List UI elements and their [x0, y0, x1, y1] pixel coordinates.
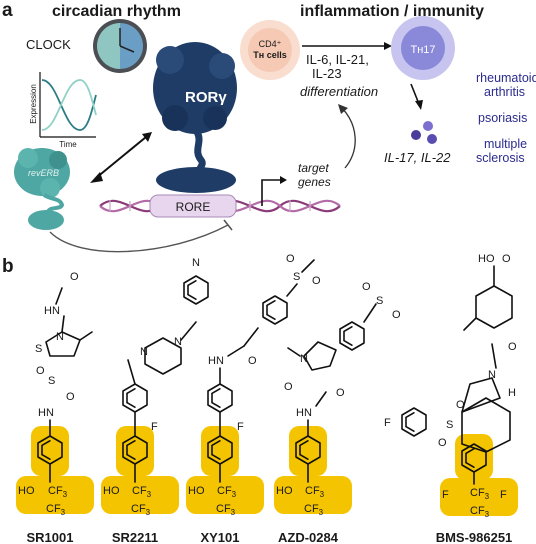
svg-text:O: O	[508, 341, 517, 353]
svg-text:O: O	[286, 253, 295, 265]
rorg-protein: RORγ	[153, 42, 237, 193]
compound-sr2211: HO CF3 CF3 F N N N SR2211	[101, 257, 209, 544]
svg-text:O: O	[284, 381, 293, 393]
svg-text:O: O	[438, 437, 447, 449]
cd4-cell: CD4⁺ Tʜ cells	[240, 20, 300, 80]
compound-name-bms986251: BMS-986251	[436, 530, 513, 544]
panel-a-label: a	[2, 0, 13, 21]
svg-text:F: F	[151, 421, 158, 433]
circadian-rhythm-title: circadian rhythm	[52, 3, 181, 20]
svg-text:F: F	[237, 421, 244, 433]
svg-text:H: H	[508, 387, 516, 399]
differentiation-label: differentiation	[300, 84, 378, 99]
svg-text:O: O	[392, 309, 401, 321]
svg-text:HO: HO	[478, 253, 495, 265]
svg-text:O: O	[336, 387, 345, 399]
reverb-label: revERB	[28, 168, 59, 178]
rorg-label: RORγ	[185, 89, 227, 106]
svg-text:S: S	[35, 343, 42, 355]
cytokine-granules	[411, 121, 437, 144]
inflammation-title: inflammation / immunity	[300, 3, 484, 20]
svg-text:HN: HN	[208, 355, 224, 367]
th17-cell: Tʜ17	[391, 16, 455, 80]
svg-text:O: O	[248, 355, 257, 367]
compound-xy101: HO CF3 CF3 F HN O S O O XY101	[186, 253, 321, 544]
inhibition-line	[49, 224, 229, 253]
differentiation-arrow	[384, 42, 392, 50]
svg-text:HN: HN	[44, 305, 60, 317]
svg-text:O: O	[362, 281, 371, 293]
svg-text:N: N	[192, 257, 200, 269]
disease-sclerosis: sclerosis	[476, 151, 525, 165]
compound-sr1001: CF3 HO CF3 HN S O O S N HN O SR1001	[16, 271, 94, 544]
cd4-label-line2: Tʜ cells	[253, 50, 286, 60]
target-genes-arrow	[261, 179, 282, 206]
compound-name-azd0284: AZD-0284	[278, 530, 339, 544]
svg-text:N: N	[488, 369, 496, 381]
compound-name-sr2211: SR2211	[112, 530, 158, 544]
svg-text:N: N	[140, 346, 148, 358]
svg-text:HO: HO	[276, 485, 293, 497]
compound-azd0284: HO CF3 CF3 HN O N S O O O AZD-0284	[274, 281, 401, 544]
svg-text:O: O	[36, 365, 45, 377]
svg-text:O: O	[502, 253, 511, 265]
disease-multiple: multiple	[484, 137, 527, 151]
reverb-protein: revERB	[14, 148, 70, 230]
rore-box: RORE	[149, 194, 237, 218]
rore-label: RORE	[176, 200, 211, 214]
svg-text:S: S	[293, 271, 300, 283]
svg-text:O: O	[456, 399, 465, 411]
disease-psoriasis: psoriasis	[478, 111, 527, 125]
expression-plot: Expression Time	[29, 72, 97, 149]
svg-text:F: F	[500, 489, 507, 501]
expression-axis-label: Expression	[29, 84, 38, 124]
disease-rheumatoid: rheumatoid	[476, 71, 536, 85]
svg-text:N: N	[300, 353, 308, 365]
svg-text:F: F	[442, 489, 449, 501]
svg-text:F: F	[384, 417, 391, 429]
compound-bms986251: F CF3 F CF3 S O O F N H O HO O BMS-98625…	[384, 253, 518, 544]
interaction-arrow	[90, 132, 152, 183]
disease-arthritis: arthritis	[484, 85, 525, 99]
cd4-label-line1: CD4⁺	[259, 39, 282, 49]
svg-text:HO: HO	[188, 485, 205, 497]
clock-label: CLOCK	[26, 37, 71, 52]
svg-text:N: N	[56, 331, 64, 343]
target-genes-line2: genes	[298, 175, 331, 189]
cytokines-line2: IL-23	[312, 66, 342, 81]
svg-text:S: S	[48, 375, 55, 387]
target-genes-line1: target	[298, 161, 329, 175]
th17-label: Tʜ17	[410, 44, 435, 56]
svg-text:S: S	[446, 419, 453, 431]
svg-text:O: O	[66, 391, 75, 403]
il-products-label: IL-17, IL-22	[384, 150, 451, 165]
compound-name-sr1001: SR1001	[27, 530, 74, 544]
svg-text:HN: HN	[296, 407, 312, 419]
svg-text:N: N	[174, 336, 182, 348]
time-axis-label: Time	[59, 140, 77, 149]
svg-text:O: O	[312, 275, 321, 287]
compound-name-xy101: XY101	[200, 530, 239, 544]
svg-text:HO: HO	[103, 485, 120, 497]
clock-icon	[93, 19, 147, 73]
cytokines-line1: IL-6, IL-21,	[306, 52, 369, 67]
svg-text:O: O	[70, 271, 79, 283]
svg-text:HO: HO	[18, 485, 35, 497]
svg-text:S: S	[376, 295, 383, 307]
svg-text:HN: HN	[38, 407, 54, 419]
panel-b-label: b	[2, 256, 14, 277]
